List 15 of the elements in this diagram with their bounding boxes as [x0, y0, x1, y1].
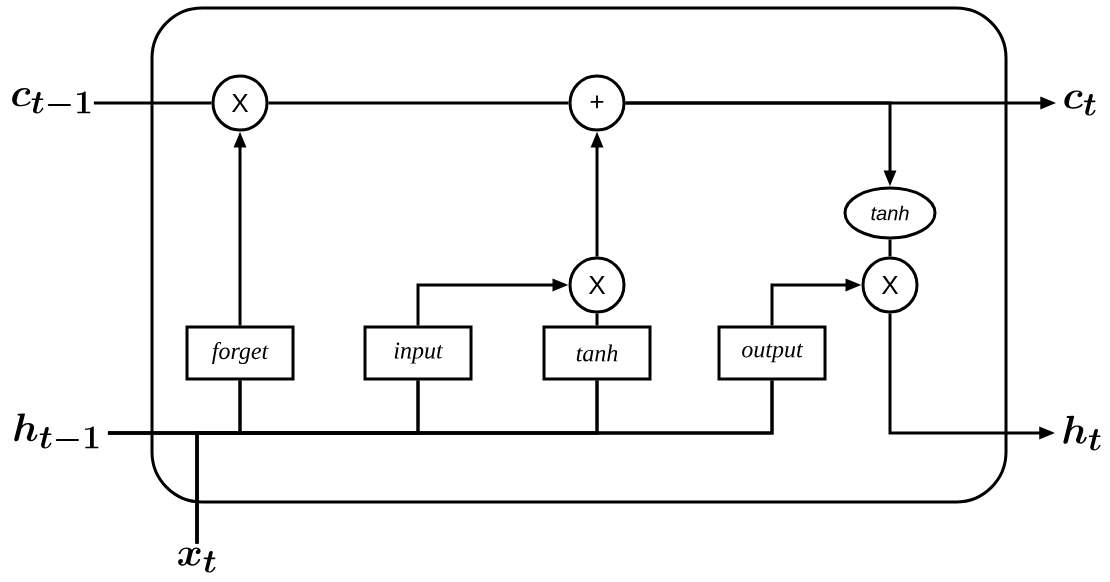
connector-line [195, 380, 774, 544]
variable-label: $h_{t-1}$ [14, 413, 99, 449]
connector-line [888, 239, 892, 257]
variable-label: $c_{t-1}$ [12, 88, 91, 114]
gate-box: forget [185, 325, 295, 381]
connector-line [595, 313, 599, 326]
cell-box [150, 6, 1008, 504]
connector-line [268, 101, 569, 105]
variable-label: $h_t$ [1063, 415, 1101, 451]
gate-box: tanh [542, 325, 652, 381]
gate-box: output [717, 325, 827, 381]
variable-label: $x_t$ [178, 547, 216, 573]
gate-box: input [363, 325, 473, 381]
connector-line [93, 101, 212, 105]
variable-label: $c_t$ [1064, 90, 1096, 116]
